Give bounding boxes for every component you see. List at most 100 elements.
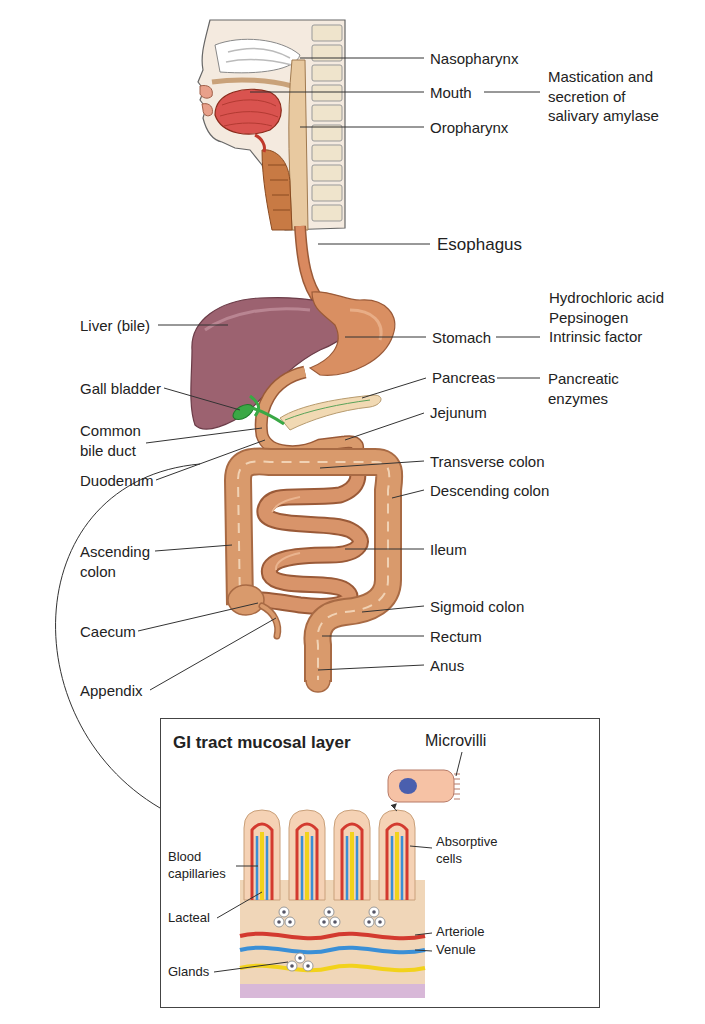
leader-line <box>158 325 228 326</box>
small-intestine <box>262 455 360 606</box>
part-label: Gall bladder <box>80 379 161 399</box>
leader-line <box>345 413 424 440</box>
part-label: Duodenum <box>80 471 153 491</box>
leader-line <box>318 665 424 670</box>
esophagus-tube <box>300 226 320 302</box>
mucosa-illustration <box>287 961 297 971</box>
mucosa-illustration <box>282 910 286 914</box>
mucosa-illustration <box>378 920 382 924</box>
leader-line <box>320 461 424 468</box>
colon-tube <box>228 585 264 615</box>
part-label: Sigmoid colon <box>430 597 524 617</box>
leader-line <box>155 545 232 551</box>
leader-line <box>415 950 432 951</box>
leader-line <box>410 846 432 848</box>
head-section <box>226 59 292 65</box>
stomach-organ <box>310 292 395 376</box>
head-section <box>312 185 342 201</box>
stomach-organ <box>350 310 381 340</box>
mucosa-illustration <box>290 964 294 968</box>
part-label: Caecum <box>80 622 136 642</box>
head-section <box>198 20 345 230</box>
leader-line <box>484 92 540 93</box>
mucosa-illustration <box>303 961 313 971</box>
part-label: Glands <box>168 964 209 981</box>
leader-line <box>392 490 424 498</box>
head-section <box>212 80 292 86</box>
colon-tube <box>306 680 330 692</box>
head-section <box>312 105 342 121</box>
leader-line <box>156 440 265 480</box>
head-section <box>228 49 290 58</box>
mucosa-illustration <box>274 917 284 927</box>
part-label: Appendix <box>80 681 143 701</box>
mucosa-illustration <box>367 920 371 924</box>
mucosa-illustration <box>277 920 281 924</box>
mucosa-illustration <box>330 917 340 927</box>
mucosa-illustration <box>262 832 397 900</box>
pancreas-organ <box>285 400 370 420</box>
head-section <box>198 20 345 230</box>
mucosa-illustration <box>324 907 334 917</box>
part-label: Intrinsic factor <box>549 327 642 347</box>
head-section <box>220 100 278 126</box>
mucosa-illustration <box>285 917 295 927</box>
leader-line <box>345 337 426 338</box>
absorptive-cell-icon <box>454 774 460 799</box>
part-label: Rectum <box>430 627 482 647</box>
esophagus-tube <box>300 226 320 302</box>
esophagus-tube <box>300 226 320 302</box>
head-section <box>268 165 290 210</box>
leader-line <box>345 549 424 550</box>
pancreas-organ <box>280 395 381 430</box>
absorptive-cell-icon <box>394 804 397 811</box>
head-section <box>312 85 342 101</box>
leader-line <box>362 606 424 612</box>
mucosa-illustration <box>240 810 425 998</box>
part-label: Pancreas <box>432 368 495 388</box>
part-label: Pancreatic enzymes <box>548 369 648 408</box>
head-section <box>255 135 265 152</box>
leader-line <box>456 752 462 776</box>
mucosa-illustration <box>288 920 292 924</box>
head-section <box>312 25 342 41</box>
part-label: Nasopharynx <box>430 49 518 69</box>
part-label: Mouth <box>430 83 472 103</box>
part-label: Transverse colon <box>430 452 545 472</box>
mucosa-illustration <box>375 917 385 927</box>
leader-line <box>322 636 424 637</box>
part-label: Absorptive cells <box>436 834 516 868</box>
mucosa-illustration <box>240 966 425 971</box>
part-label: Esophagus <box>437 234 522 256</box>
head-section <box>215 89 281 134</box>
part-label: Microvilli <box>425 731 486 752</box>
leader-line <box>214 752 462 972</box>
leader-line <box>318 244 430 245</box>
part-label: Anus <box>430 656 464 676</box>
colon-tube <box>238 461 389 682</box>
mucosa-illustration <box>333 920 337 924</box>
leader-line <box>496 337 540 338</box>
part-label: Common bile duct <box>80 421 160 460</box>
leader-line <box>214 962 288 972</box>
mucosa-illustration <box>319 917 329 927</box>
part-label: Venule <box>436 942 476 959</box>
head-section <box>312 45 342 61</box>
mucosa-illustration <box>295 953 305 963</box>
liver-organ <box>205 309 310 330</box>
leader-line <box>415 933 432 935</box>
stomach-organ <box>310 292 395 376</box>
inset-panel: GI tract mucosal layer <box>160 718 600 1008</box>
mucosa-illustration <box>257 836 402 900</box>
colon-tube <box>228 461 389 692</box>
part-label: Descending colon <box>430 481 549 501</box>
head-section <box>200 85 212 98</box>
small-intestine <box>262 455 360 606</box>
leader-line <box>150 618 276 690</box>
mucosa-illustration <box>306 964 310 968</box>
head-section <box>202 104 213 116</box>
absorptive-cell-icon <box>388 770 454 802</box>
head-section <box>312 65 342 81</box>
head-section <box>312 165 342 181</box>
mucosa-illustration <box>240 948 425 953</box>
